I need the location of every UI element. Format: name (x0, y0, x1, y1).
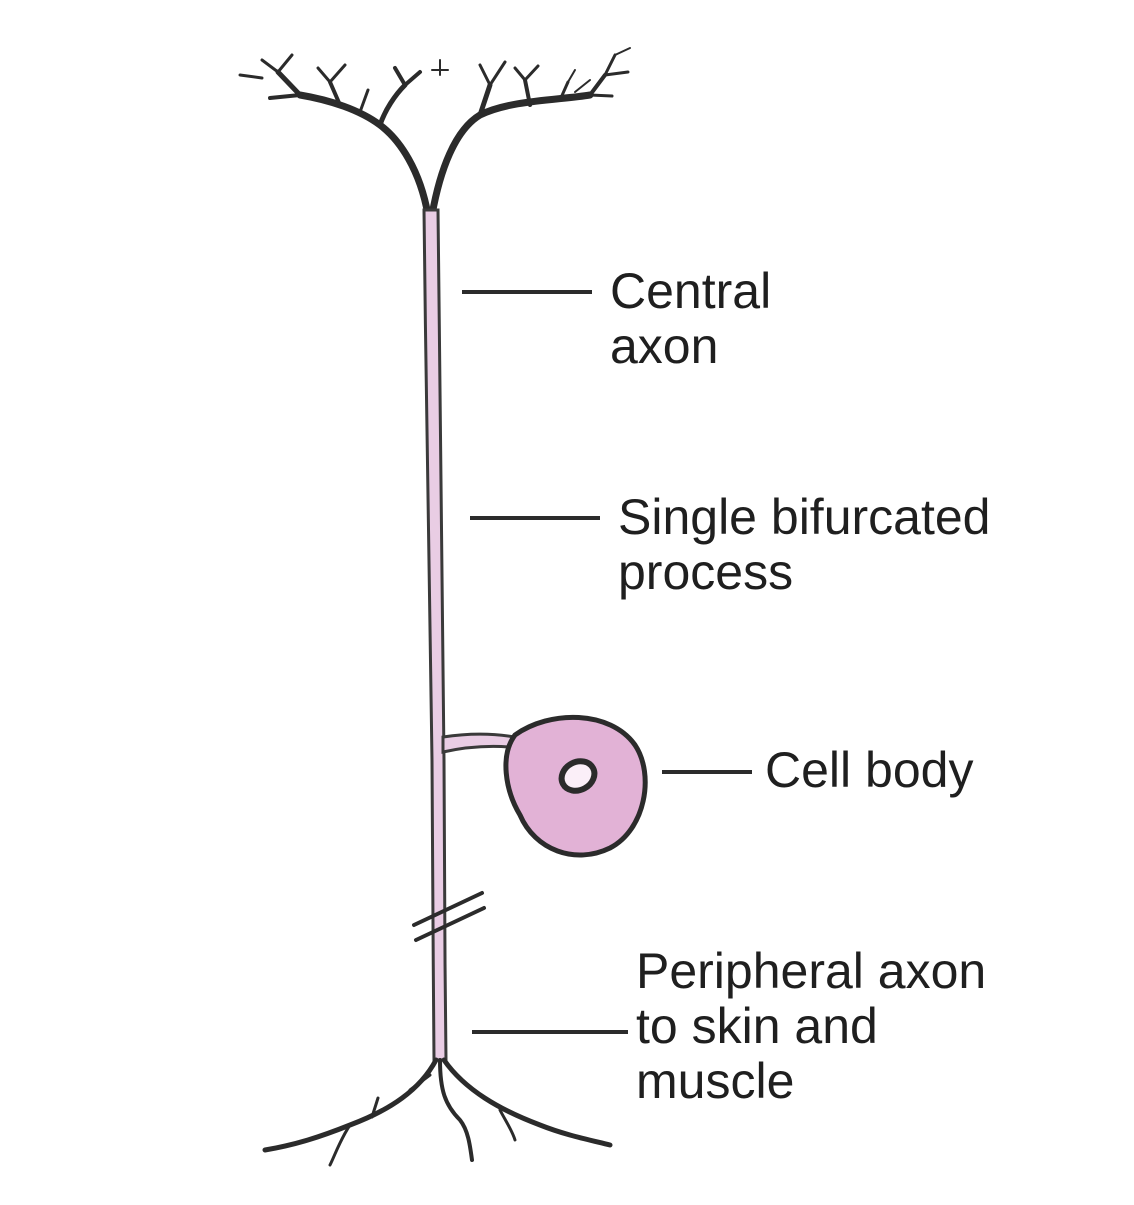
label-central-axon: Central axon (610, 263, 772, 374)
nucleus (558, 758, 598, 794)
cell-body (503, 714, 648, 858)
peripheral-branches (262, 1057, 613, 1167)
label-single-bifurcated-process: Single bifurcated process (618, 489, 991, 600)
leader-lines (462, 290, 752, 1034)
label-peripheral-axon: Peripheral axon to skin and muscle (636, 943, 987, 1109)
axon-break-mark (412, 891, 486, 942)
central-dendrite-branches (238, 47, 631, 219)
label-cell-body: Cell body (765, 742, 974, 798)
